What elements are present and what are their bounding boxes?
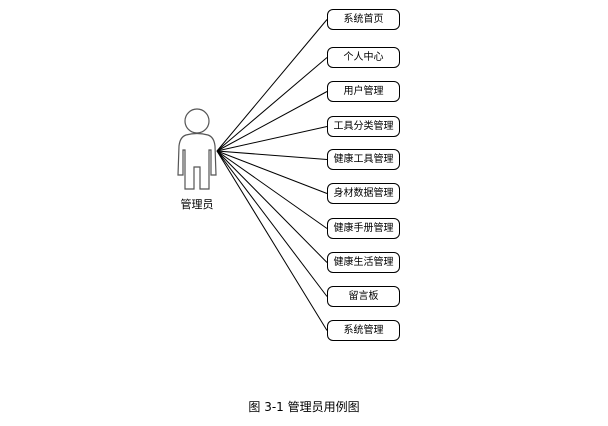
use-case-system-home[interactable]: 系统首页 [327,9,400,30]
association-line-body-data-management [216,150,328,194]
use-case-system-management[interactable]: 系统管理 [327,320,400,341]
association-line-personal-center [216,57,328,152]
use-case-health-manual-management[interactable]: 健康手册管理 [327,218,400,239]
use-case-user-management[interactable]: 用户管理 [327,81,400,102]
association-line-system-home [216,19,328,152]
use-case-health-tool-management[interactable]: 健康工具管理 [327,149,400,170]
use-case-message-board[interactable]: 留言板 [327,286,400,307]
association-line-healthy-living-management [216,150,328,263]
actor-label: 管理员 [180,198,214,211]
use-case-personal-center[interactable]: 个人中心 [327,47,400,68]
association-lines [216,19,328,331]
association-line-health-manual-management [216,150,328,229]
figure-caption: 图 3-1 管理员用例图 [248,400,360,414]
use-case-body-data-management[interactable]: 身材数据管理 [327,183,400,204]
actor-body [177,132,217,190]
use-case-healthy-living-management[interactable]: 健康生活管理 [327,252,400,273]
association-line-user-management [216,91,328,152]
association-line-health-tool-management [216,150,328,160]
association-line-tool-category-management [216,126,328,152]
stick-figure-actor-icon [177,108,217,190]
association-line-system-management [216,150,328,331]
association-line-message-board [216,150,328,297]
actor-head [184,108,210,134]
use-case-tool-category-management[interactable]: 工具分类管理 [327,116,400,137]
